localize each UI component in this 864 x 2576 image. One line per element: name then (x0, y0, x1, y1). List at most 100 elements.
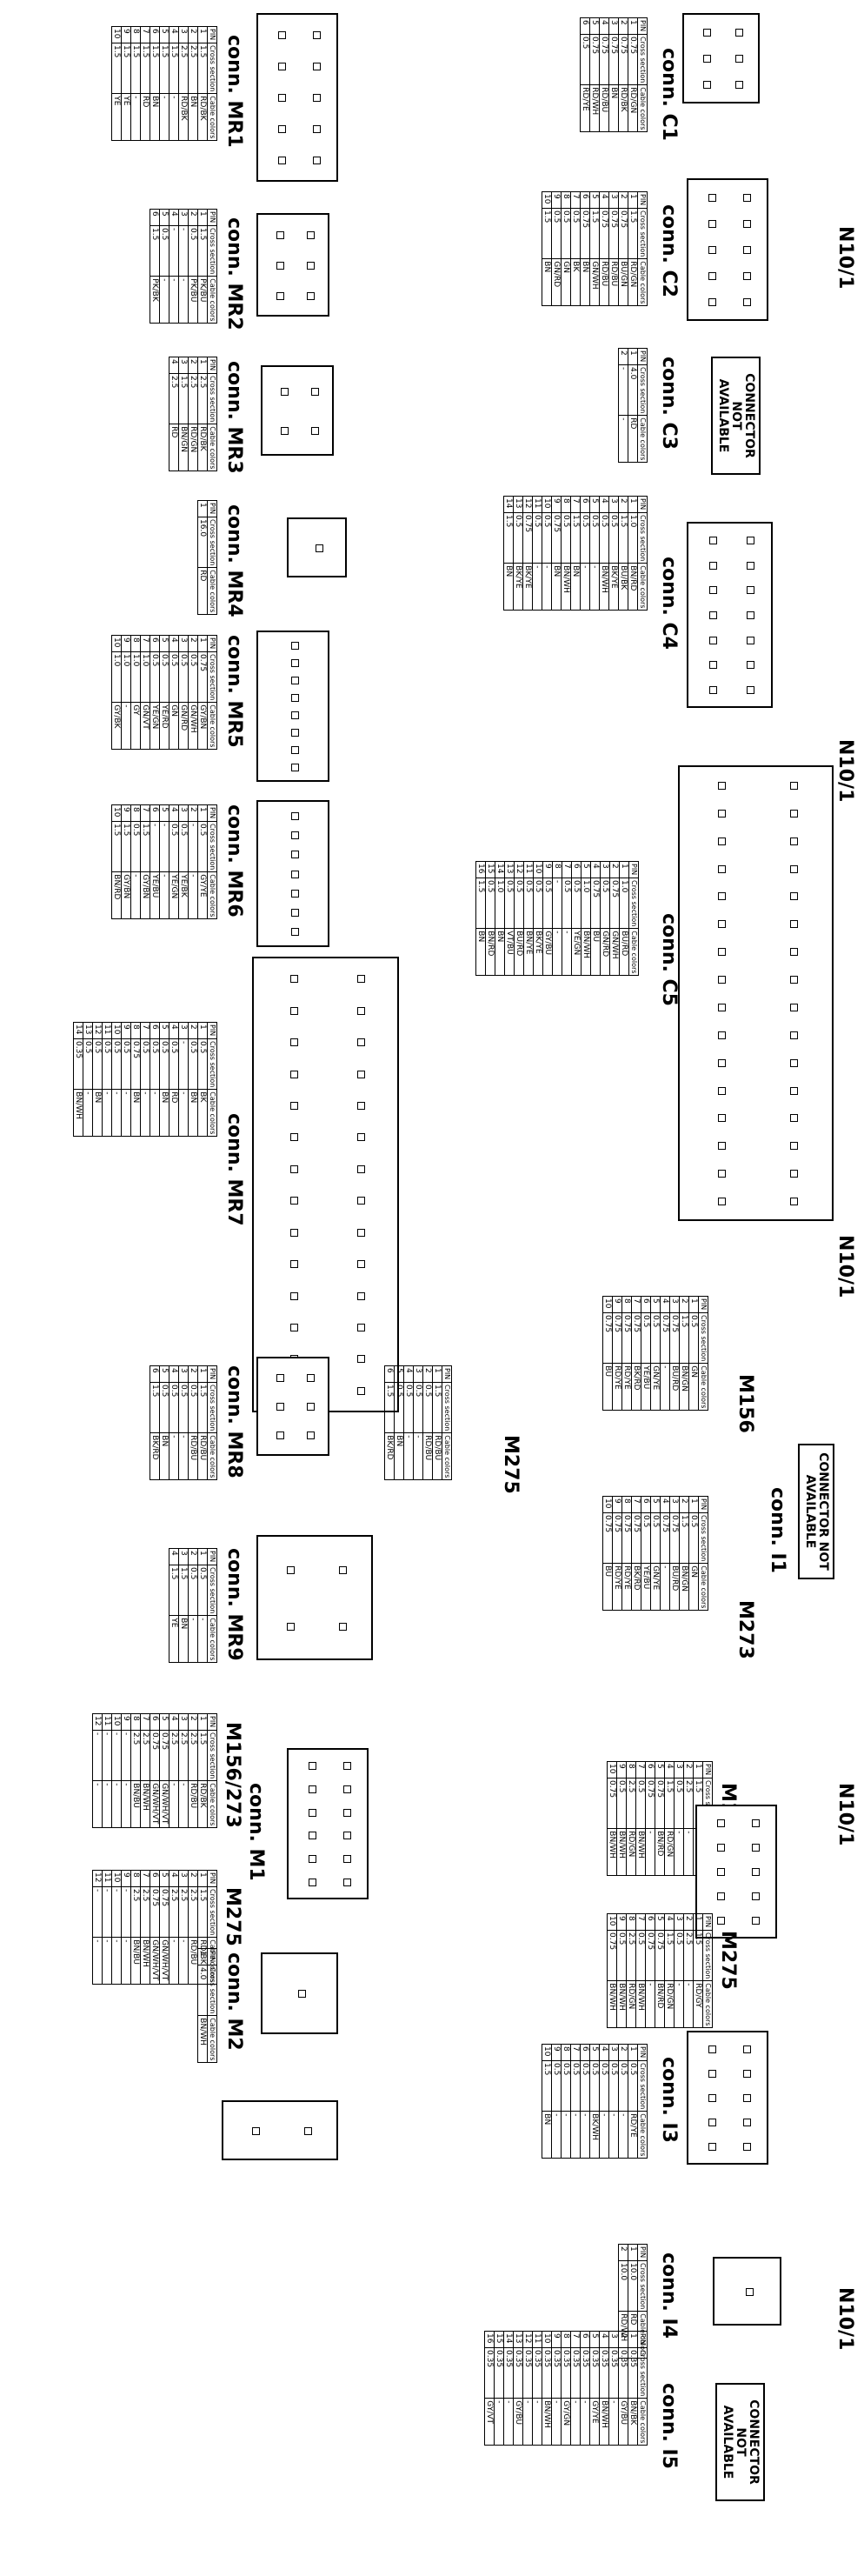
cross-section: 0.75 (628, 34, 638, 85)
cross-section: 1.5 (178, 373, 189, 424)
cable-color: BU (602, 1563, 613, 1611)
connector-pin (718, 892, 727, 901)
cable-color: - (111, 1089, 122, 1137)
cross-section: 0.5 (178, 1382, 189, 1433)
cross-section: 0.75 (631, 1512, 641, 1564)
pin-number: 1 (432, 1365, 442, 1383)
pin-number: 9 (551, 191, 562, 209)
cross-section: - (159, 821, 169, 872)
cross-section: 4.0 (628, 364, 638, 416)
header-pin: PIN (637, 2331, 648, 2348)
pin-number: 7 (631, 1496, 641, 1513)
header-cross: Cross section (207, 43, 217, 94)
pin-number: 8 (621, 1296, 632, 1313)
cable-color: - (169, 276, 179, 324)
header-cross: Cross section (207, 1730, 217, 1781)
cross-section: 1.5 (664, 1778, 675, 1829)
cross-section: 0.5 (169, 1038, 179, 1090)
cross-section: 0.75 (655, 1778, 665, 1829)
connector-pin (306, 1403, 315, 1411)
header-pin: PIN (637, 191, 648, 209)
cross-section: 0.5 (188, 1565, 198, 1616)
pin-number: 12 (522, 2331, 533, 2348)
cable-color: BN (503, 563, 514, 611)
cable-color: - (683, 1828, 694, 1876)
cable-color: GY/BU (618, 2398, 628, 2446)
pin-number: 4 (599, 17, 609, 35)
cable-color: YE/GN (150, 702, 160, 750)
connector-pin (291, 927, 299, 936)
pin-number: 3 (608, 2331, 619, 2348)
cable-color: RD/BU (188, 1780, 198, 1828)
connector-pin (287, 1622, 295, 1631)
cross-section: 0.35 (484, 2347, 495, 2399)
pin-number: 10 (111, 804, 122, 822)
connector-pin (789, 1170, 798, 1178)
pin-number: 7 (635, 1913, 646, 1931)
pin-number: 14 (73, 1022, 83, 1039)
pin-number: 5 (650, 1496, 661, 1513)
header-cable: Cable colors (207, 2015, 217, 2063)
cross-section: 1.0 (495, 878, 505, 929)
pin-number: 4 (169, 357, 179, 374)
cross-section: 0.5 (616, 1778, 627, 1829)
cable-color: GY/BN (197, 702, 208, 750)
pin-number: 1 (628, 191, 638, 209)
cable-color: - (589, 563, 600, 611)
pin-number: 11 (532, 2331, 542, 2348)
header-cross: Cross section (207, 1965, 217, 2016)
cable-color: - (645, 1980, 655, 2028)
cable-color: - (178, 1937, 189, 1985)
cable-color: RD/BU (432, 1432, 442, 1480)
cable-color: RD/YE (612, 1563, 622, 1611)
cross-section: 0.5 (485, 878, 495, 929)
connector-pin (708, 2094, 716, 2102)
cross-section: 0.75 (621, 1312, 632, 1364)
cross-section: 1.5 (542, 2060, 552, 2112)
cable-color: - (494, 2398, 504, 2446)
cable-color: BN/GN (679, 1363, 689, 1411)
cross-section: 1.0 (140, 651, 150, 703)
cross-section: 0.5 (169, 1382, 179, 1433)
header-pin: PIN (207, 357, 217, 374)
connector-pin (289, 1133, 298, 1142)
cable-color: BN (188, 93, 198, 141)
pin-number: 2 (188, 1870, 198, 1887)
connector-pin (291, 711, 299, 719)
cable-color: BN/RD (655, 1828, 665, 1876)
cross-section: 1.5 (197, 1382, 208, 1433)
cable-color: RD/GN (628, 258, 638, 306)
connector-pin (276, 1373, 284, 1382)
cross-section: 0.35 (532, 2347, 542, 2399)
cross-section: 1.5 (130, 43, 141, 94)
table-row: 9-- (121, 1870, 131, 1985)
connector-pin (276, 1403, 284, 1411)
header-cross: Cross section (698, 1312, 708, 1364)
cross-section: 0.75 (602, 1312, 613, 1364)
pin-number: 10 (111, 1022, 122, 1039)
pin-number: 4 (169, 804, 179, 822)
pin-number: 13 (504, 861, 515, 878)
cross-section: 2.5 (169, 1730, 179, 1781)
connector-pin (718, 1170, 727, 1178)
cross-section: 0.75 (612, 1312, 622, 1364)
cable-color: - (570, 2111, 581, 2159)
connector-pin (357, 1386, 366, 1395)
connector-pin (746, 537, 754, 545)
